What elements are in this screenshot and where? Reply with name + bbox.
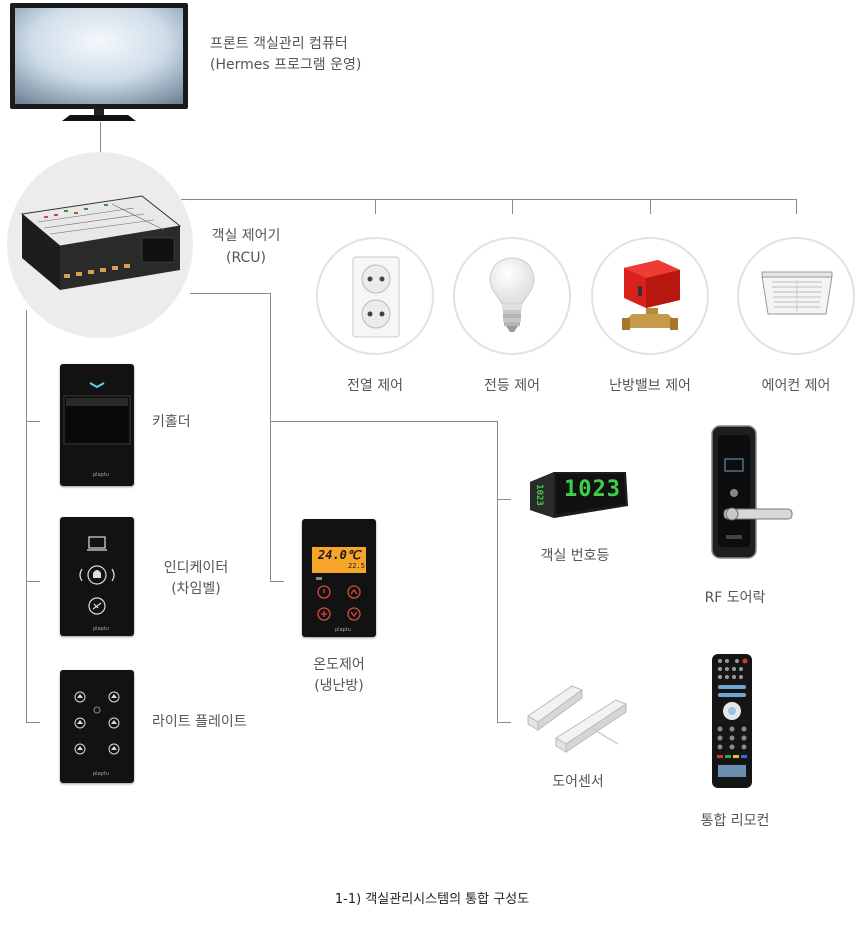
svg-text:plaptu: plaptu bbox=[335, 627, 351, 633]
remote-control-icon bbox=[710, 653, 754, 789]
rcu-label-line2: (RCU) bbox=[226, 250, 266, 266]
remote-label: 통합 리모컨 bbox=[700, 813, 770, 829]
valve-label: 난방밸브 제어 bbox=[609, 378, 691, 394]
key-holder-icon: plaptu bbox=[60, 364, 134, 486]
svg-text:plaptu: plaptu bbox=[93, 771, 109, 777]
aircon-label: 에어컨 제어 bbox=[761, 378, 831, 394]
outlet-label: 전열 제어 bbox=[347, 378, 403, 394]
rcu-label-line1: 객실 제어기 bbox=[211, 228, 281, 244]
monitor-icon bbox=[10, 3, 190, 123]
rcu-controller-icon bbox=[14, 186, 184, 296]
chime-indicator-icon: plaptu bbox=[60, 517, 134, 636]
thermostat-icon: plaptu 24.0℃ 22.5 bbox=[302, 519, 376, 637]
pc-label-line1: 프론트 객실관리 컴퓨터 bbox=[210, 36, 348, 52]
light-switch-plate-icon: plaptu bbox=[60, 670, 134, 783]
svg-text:plaptu: plaptu bbox=[93, 626, 109, 632]
pc-label-line2: (Hermes 프로그램 운영) bbox=[210, 57, 362, 73]
door-sensor-label: 도어센서 bbox=[552, 774, 604, 790]
rf-lock-label: RF 도어락 bbox=[704, 590, 766, 606]
power-outlet-icon bbox=[352, 256, 400, 338]
room-number-side: 1023 bbox=[533, 484, 544, 506]
indicator-label-line1: 인디케이터 bbox=[163, 560, 229, 576]
heating-valve-icon bbox=[618, 256, 684, 334]
svg-text:plaptu: plaptu bbox=[93, 472, 109, 478]
light-bulb-icon bbox=[488, 256, 536, 336]
room-number-value: 1023 bbox=[564, 477, 621, 502]
diagram-caption: 1-1) 객실관리시스템의 통합 구성도 bbox=[334, 892, 530, 907]
keyholder-label: 키홀더 bbox=[152, 414, 191, 430]
room-number-label: 객실 번호등 bbox=[540, 548, 610, 564]
thermostat-label-line1: 온도제어 bbox=[313, 657, 365, 673]
indicator-label-line2: (차임벨) bbox=[171, 581, 221, 597]
room-number-display-icon: 1023 1023 bbox=[526, 466, 630, 522]
light-plate-label: 라이트 플레이트 bbox=[152, 714, 247, 730]
air-conditioner-icon bbox=[760, 270, 834, 316]
lighting-label: 전등 제어 bbox=[484, 378, 540, 394]
thermostat-label-line2: (냉난방) bbox=[314, 678, 364, 694]
door-lock-icon bbox=[704, 425, 796, 560]
door-sensor-icon bbox=[522, 666, 634, 754]
thermostat-temp: 24.0℃ bbox=[318, 548, 361, 562]
aircon-circle bbox=[737, 237, 855, 355]
thermostat-setpoint: 22.5 bbox=[348, 562, 365, 570]
